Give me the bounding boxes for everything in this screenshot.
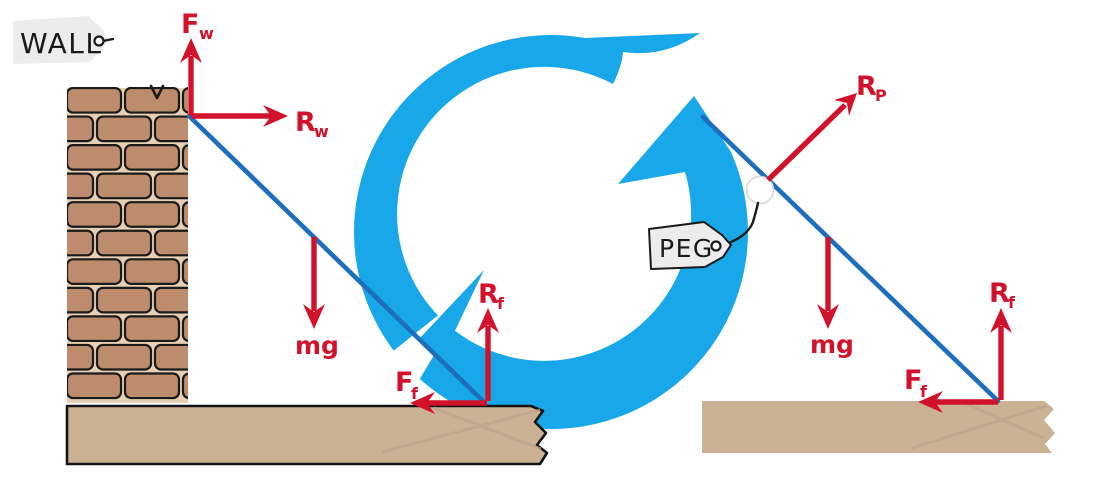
label-rf-right: R: [989, 278, 1010, 309]
ground-right-shading: [911, 400, 1047, 450]
label-rf-right-sub: f: [1008, 293, 1016, 312]
brick: [181, 87, 188, 114]
label-rf-left-sub: f: [497, 294, 505, 313]
arrow-mg-right-head: [817, 304, 839, 329]
brick: [123, 144, 181, 171]
wall-tag-hole: [93, 35, 105, 47]
brick: [123, 87, 181, 114]
peg-tag-label: PEG: [659, 234, 714, 263]
label-fw: F: [181, 9, 199, 40]
wall-tag-shape: [13, 16, 108, 64]
ground-left-shading: [381, 406, 542, 454]
label-rw-sub: w: [314, 122, 329, 141]
wall-tag-label: WALL: [20, 27, 103, 60]
peg-tag-string: [718, 201, 760, 248]
ground-left: [65, 404, 549, 466]
brick: [181, 372, 188, 400]
brick: [153, 229, 188, 257]
brick: [153, 115, 188, 143]
peg-tag-shape: [648, 221, 732, 270]
rotation-cycle-arrow: [353, 33, 748, 430]
ground-right: [702, 400, 1055, 453]
brick: [67, 144, 123, 171]
brick: [123, 201, 181, 228]
brick: [67, 229, 95, 257]
label-ff-right-sub: f: [920, 382, 928, 401]
brick: [67, 343, 95, 371]
brick: [123, 258, 181, 285]
label-mg-right: mg: [810, 330, 854, 359]
brick: [123, 315, 181, 343]
label-ff-right: F: [904, 365, 922, 396]
brick-wall: [67, 84, 188, 403]
brick: [123, 372, 181, 400]
arrow-rw-head: [263, 105, 288, 127]
arrow-rf-right-head: [990, 308, 1012, 333]
wall-bricks: [67, 87, 188, 400]
brick: [67, 286, 95, 314]
force-arrow-rw: [191, 105, 288, 127]
peg-circle: [745, 175, 775, 205]
wall-tag: WALL: [13, 16, 115, 64]
force-arrow-ff-left: [410, 392, 487, 414]
arrow-mg-left-head: [303, 304, 325, 329]
brick: [67, 315, 123, 343]
arrow-ff-left-head: [410, 392, 435, 414]
arrow-rf-left-head: [477, 308, 499, 333]
brick: [67, 372, 123, 400]
wall-string-mark: [149, 84, 165, 100]
force-arrow-mg-right: [817, 237, 839, 329]
ladder-left: [186, 113, 487, 405]
brick: [67, 115, 95, 143]
brick: [67, 172, 95, 200]
brick: [67, 258, 123, 285]
arrow-ff-right-head: [918, 391, 943, 413]
arrow-fw-head: [180, 38, 202, 63]
arrow-rp-shaft: [766, 103, 847, 182]
brick: [181, 258, 188, 285]
force-arrow-ff-right: [918, 391, 998, 413]
arrow-rp-head: [834, 93, 857, 116]
ground-right-surface: [702, 401, 1055, 453]
force-arrow-fw: [180, 38, 202, 115]
brick: [153, 343, 188, 371]
force-arrow-rf-right: [990, 308, 1012, 400]
brick: [67, 201, 123, 228]
brick: [95, 343, 153, 371]
brick: [95, 229, 153, 257]
brick: [181, 144, 188, 171]
ladder-right: [700, 114, 1001, 404]
peg-tag: PEG: [648, 221, 732, 270]
label-fw-sub: w: [199, 24, 214, 43]
label-rw: R: [295, 107, 316, 138]
label-rp: R: [856, 71, 877, 102]
brick: [95, 115, 153, 143]
brick: [181, 201, 188, 228]
label-ff-left-sub: f: [411, 384, 419, 403]
label-rp-sub: P: [875, 86, 887, 105]
force-arrow-rp: [766, 93, 857, 182]
brick: [67, 87, 123, 114]
label-rf-left: R: [478, 279, 499, 310]
cycle-arrow-flick: [419, 270, 484, 360]
ground-left-surface: [65, 404, 549, 466]
wall-tag-string-stub: [101, 37, 115, 43]
label-mg-left: mg: [295, 331, 339, 360]
brick: [181, 315, 188, 342]
force-arrow-rf-left: [477, 308, 499, 401]
brick: [153, 172, 188, 200]
peg-tag-hole: [710, 240, 722, 252]
brick: [95, 172, 153, 200]
force-arrow-mg-left: [303, 237, 325, 329]
brick: [153, 286, 188, 314]
label-ff-left: F: [395, 367, 413, 398]
brick: [95, 286, 153, 314]
